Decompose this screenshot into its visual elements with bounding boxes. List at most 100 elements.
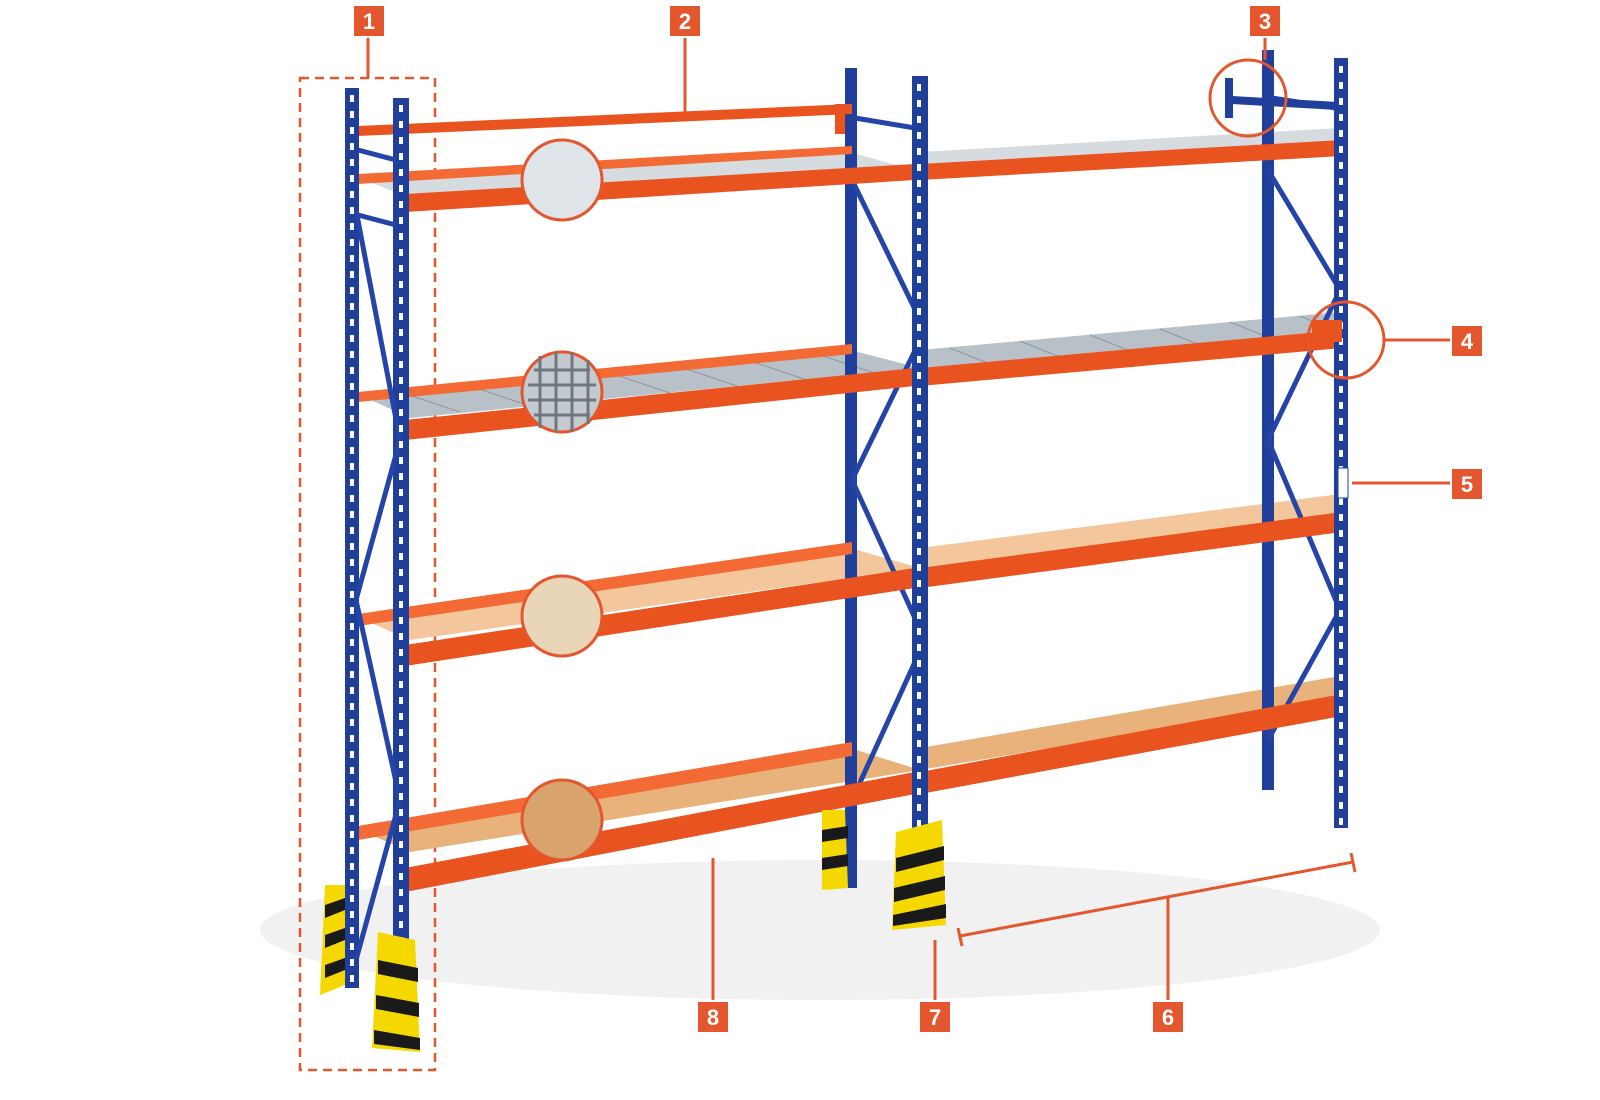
upright-hole — [350, 415, 354, 422]
upright-hole — [399, 265, 403, 272]
upright-hole — [1339, 386, 1343, 393]
upright-hole — [1339, 258, 1343, 265]
upright-hole — [1339, 818, 1343, 825]
upright-hole — [399, 921, 403, 928]
upright-hole — [350, 383, 354, 390]
upright-hole — [1339, 706, 1343, 713]
upright-hole — [1339, 162, 1343, 169]
left-front-frame — [345, 88, 409, 998]
callout-5[interactable]: 5 — [1452, 469, 1482, 499]
upright-hole — [399, 681, 403, 688]
upright-hole — [399, 313, 403, 320]
upright-hole — [350, 511, 354, 518]
upright-hole — [350, 799, 354, 806]
detail-wood-deck — [520, 778, 604, 862]
upright-hole — [917, 692, 921, 699]
upright-hole — [917, 532, 921, 539]
upright-hole — [1339, 66, 1343, 73]
callout-4[interactable]: 4 — [1452, 326, 1482, 356]
upright-hole — [350, 463, 354, 470]
callout-4-label: 4 — [1461, 329, 1474, 354]
upright-hole — [399, 457, 403, 464]
upright-hole — [917, 676, 921, 683]
upright-hole — [1339, 114, 1343, 121]
upright-hole — [917, 148, 921, 155]
upright-hole — [350, 175, 354, 182]
upright-hole — [350, 271, 354, 278]
upright-hole — [350, 863, 354, 870]
upright-hole — [1339, 274, 1343, 281]
upright-hole — [917, 228, 921, 235]
upright-hole — [1339, 178, 1343, 185]
upright-hole — [350, 543, 354, 550]
upright-hole — [350, 767, 354, 774]
upright-hole — [399, 521, 403, 528]
upright-holes — [350, 66, 1343, 992]
upright-hole — [1339, 802, 1343, 809]
right-bay-beams — [920, 140, 1342, 794]
upright-hole — [1339, 770, 1343, 777]
column-guard-middle-back — [822, 810, 848, 890]
upright-hole — [350, 447, 354, 454]
upright-hole — [399, 281, 403, 288]
upright-hole — [350, 127, 354, 134]
upright-hole — [917, 580, 921, 587]
column-guard-middle-front — [892, 820, 946, 930]
upright-hole — [1339, 402, 1343, 409]
upright-hole — [350, 607, 354, 614]
upright-hole — [399, 729, 403, 736]
upright-hole — [350, 223, 354, 230]
upright-hole — [350, 687, 354, 694]
upright-hole — [1339, 498, 1343, 505]
upright-hole — [399, 793, 403, 800]
upright-hole — [350, 879, 354, 886]
upright-hole — [399, 217, 403, 224]
upright-hole — [399, 201, 403, 208]
upright-hole — [917, 804, 921, 811]
upright-hole — [1339, 354, 1343, 361]
upright-hole — [350, 351, 354, 358]
callout-1[interactable]: 1 — [354, 6, 384, 36]
upright-hole — [350, 239, 354, 246]
upright-hole — [399, 377, 403, 384]
upright-hole — [350, 623, 354, 630]
upright-hole — [350, 703, 354, 710]
callout-2[interactable]: 2 — [670, 6, 700, 36]
upright-hole — [350, 191, 354, 198]
upright-hole — [350, 319, 354, 326]
upright-hole — [917, 548, 921, 555]
upright-hole — [399, 857, 403, 864]
upright-hole — [917, 756, 921, 763]
upright-hole — [350, 959, 354, 966]
upright-hole — [1339, 242, 1343, 249]
callout-8-label: 8 — [707, 1005, 719, 1030]
upright-hole — [1339, 690, 1343, 697]
callout-7[interactable]: 7 — [920, 1002, 950, 1032]
upright-hole — [917, 420, 921, 427]
upright-hole — [1339, 98, 1343, 105]
bay-width-dimension — [956, 852, 1357, 947]
upright-hole — [399, 153, 403, 160]
callout-6[interactable]: 6 — [1153, 1002, 1183, 1032]
upright-hole — [1339, 578, 1343, 585]
upright-hole — [350, 815, 354, 822]
callout-3[interactable]: 3 — [1250, 6, 1280, 36]
leader-lines — [366, 38, 1450, 1000]
right-bay-decks — [920, 128, 1345, 770]
upright-hole — [1339, 450, 1343, 457]
right-front-upright — [1334, 58, 1348, 828]
upright-hole — [917, 84, 921, 91]
callout-2-label: 2 — [679, 9, 691, 34]
callout-1-label: 1 — [363, 9, 375, 34]
callout-8[interactable]: 8 — [698, 1002, 728, 1032]
upright-hole — [917, 820, 921, 827]
upright-hole — [399, 649, 403, 656]
upright-hole — [350, 495, 354, 502]
upright-hole — [1339, 674, 1343, 681]
upright-hole — [350, 639, 354, 646]
upright-hole — [399, 553, 403, 560]
upright-hole — [399, 137, 403, 144]
upright-hole — [917, 244, 921, 251]
upright-hole — [917, 212, 921, 219]
